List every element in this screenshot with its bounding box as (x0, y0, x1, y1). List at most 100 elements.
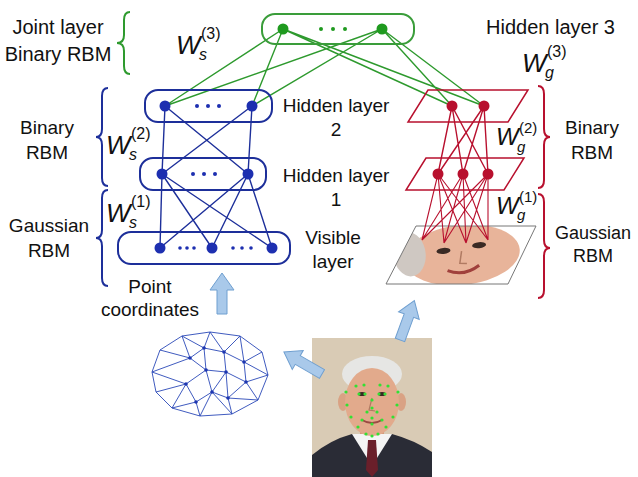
landmark-point (364, 432, 367, 435)
unit-dot (217, 104, 221, 108)
landmark-point (391, 415, 394, 418)
landmark-point (363, 392, 366, 395)
mesh-point (210, 390, 214, 394)
landmark-point (375, 410, 378, 413)
weight-subscript: g (545, 65, 554, 81)
unit-dot (231, 246, 235, 250)
unit-dot (483, 169, 494, 180)
unit-dot (206, 104, 210, 108)
image-plane (391, 219, 523, 292)
landmark-point (384, 425, 387, 428)
unit-dot (178, 246, 182, 250)
landmark-point (370, 422, 373, 425)
landmark-point (345, 403, 348, 406)
layer-box (408, 90, 528, 122)
unit-dot (240, 246, 244, 250)
image-plane (386, 226, 536, 284)
weight-subscript: g (517, 207, 525, 222)
bracket-label: Joint layer Binary RBM (2, 14, 114, 68)
weight-symbol: W (496, 194, 519, 218)
weight-subscript: s (129, 215, 137, 231)
unit-dot (433, 169, 444, 180)
unit-dot (377, 24, 388, 35)
landmark-point (370, 416, 373, 419)
landmark-point (383, 392, 386, 395)
bracket (117, 12, 130, 74)
unit-dot (331, 27, 335, 31)
flow-arrow (210, 273, 425, 384)
unit-dot (185, 246, 189, 250)
unit-dot (249, 246, 253, 250)
image-plane (459, 251, 467, 265)
landmark-point (395, 403, 398, 406)
mesh-point (202, 346, 206, 350)
landmark-point (349, 415, 352, 418)
unit-dot (192, 246, 196, 250)
bracket-label: Binary RBM (554, 116, 630, 165)
landmark-mesh (152, 332, 268, 416)
landmark-point (378, 383, 381, 386)
bracket (538, 194, 550, 298)
face-photo (345, 368, 399, 436)
layer-box (406, 158, 524, 190)
face-photo (312, 338, 432, 477)
mesh-point (222, 350, 226, 354)
unit-dot (319, 27, 323, 31)
unit-dot (195, 104, 199, 108)
weight-symbol: W (522, 50, 547, 76)
face-photo (312, 338, 432, 477)
weight-superscript: (2) (519, 120, 537, 135)
unit-dot (207, 243, 218, 254)
mesh-point (184, 382, 188, 386)
landmark-mesh (152, 332, 268, 416)
weight-line (422, 174, 488, 243)
unit-dot (155, 243, 166, 254)
landmark-point (357, 392, 360, 395)
weight-symbol: W (176, 32, 201, 58)
weight-line (160, 29, 488, 248)
face-photo (358, 392, 366, 396)
unit-dot (243, 169, 254, 180)
unit-dot (433, 101, 494, 180)
image-plane (436, 247, 451, 254)
landmark-point (356, 425, 359, 428)
mesh-point (242, 360, 246, 364)
unit-dot (213, 172, 217, 176)
bracket-label: Gaussian RBM (552, 222, 634, 269)
flow-arrow (390, 297, 425, 344)
face-photo (378, 392, 386, 396)
unit-dot (278, 24, 388, 35)
bracket-label: Gaussian RBM (4, 214, 94, 263)
weight-symbol: W (496, 125, 519, 149)
weight-superscript: (3) (201, 26, 221, 42)
unit-dot (247, 101, 258, 112)
weight-symbol: W (106, 200, 131, 226)
layer-box (140, 158, 266, 190)
weight-subscript: g (517, 139, 525, 154)
landmark-point (360, 418, 363, 421)
landmark-point (370, 434, 373, 437)
unit-dot (479, 101, 490, 112)
landmark-point (344, 390, 347, 393)
image-plane (391, 219, 523, 292)
unit-dot (267, 243, 278, 254)
unit-dot (458, 169, 469, 180)
unit-dot (160, 101, 171, 112)
layer-label: Visible layer (296, 226, 370, 274)
face-photo (312, 434, 432, 477)
input-label: Point coordinates (96, 276, 204, 322)
image-plane (447, 265, 479, 274)
landmark-point (376, 432, 379, 435)
landmark-point (354, 384, 357, 387)
landmark-point (344, 383, 399, 437)
landmark-point (377, 392, 380, 395)
weight-subscript: s (199, 47, 207, 63)
mesh-point (194, 400, 198, 404)
bracket (96, 12, 550, 298)
landmark-point (396, 390, 399, 393)
unit-dot (155, 101, 278, 254)
weight-superscript: (2) (131, 126, 151, 142)
image-plane (472, 241, 487, 248)
layer-label: Hidden layer 1 (280, 164, 392, 212)
